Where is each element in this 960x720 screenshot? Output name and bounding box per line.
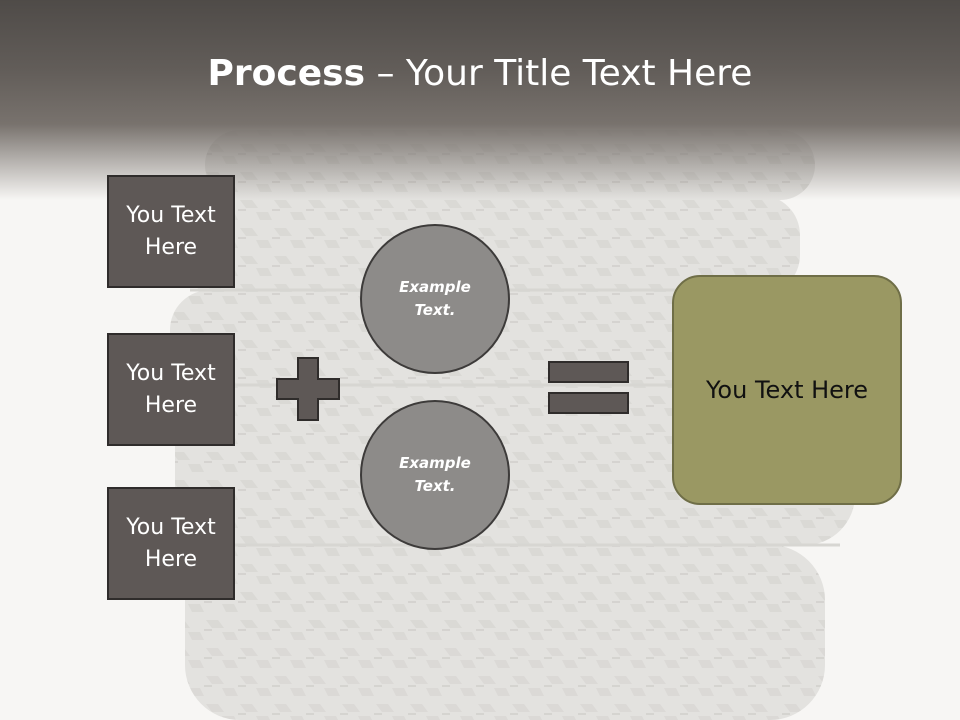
input-box-1-line2: Here: [144, 234, 198, 260]
tire-2: [180, 195, 800, 295]
input-box-1: You Text Here: [107, 175, 235, 288]
example-circle-1: Example Text.: [360, 224, 510, 374]
input-box-2-line1: You Text: [126, 360, 216, 386]
input-box-2-line2: Here: [144, 392, 198, 418]
input-box-2: You Text Here: [107, 333, 235, 446]
equals-icon: [548, 361, 629, 414]
example-circle-2-line2: Text.: [414, 477, 456, 495]
input-box-3-line1: You Text: [126, 514, 216, 540]
example-circle-1-line1: Example: [399, 278, 471, 296]
tire-3: [170, 290, 830, 385]
title-bold: Process: [207, 53, 366, 94]
plus-icon: [276, 357, 340, 421]
slide-title: Process – Your Title Text Here: [0, 52, 960, 96]
example-circle-1-line2: Text.: [414, 301, 456, 319]
example-circle-2: Example Text.: [360, 400, 510, 550]
input-box-3-line2: Here: [144, 546, 198, 572]
example-circle-2-line1: Example: [399, 454, 471, 472]
tire-5: [185, 545, 825, 720]
result-label: You Text Here: [705, 376, 869, 404]
header-band: [0, 0, 960, 200]
input-box-3: You Text Here: [107, 487, 235, 600]
input-box-1-line1: You Text: [126, 202, 216, 228]
result-box: You Text Here: [672, 275, 902, 505]
title-rest: – Your Title Text Here: [365, 53, 753, 94]
